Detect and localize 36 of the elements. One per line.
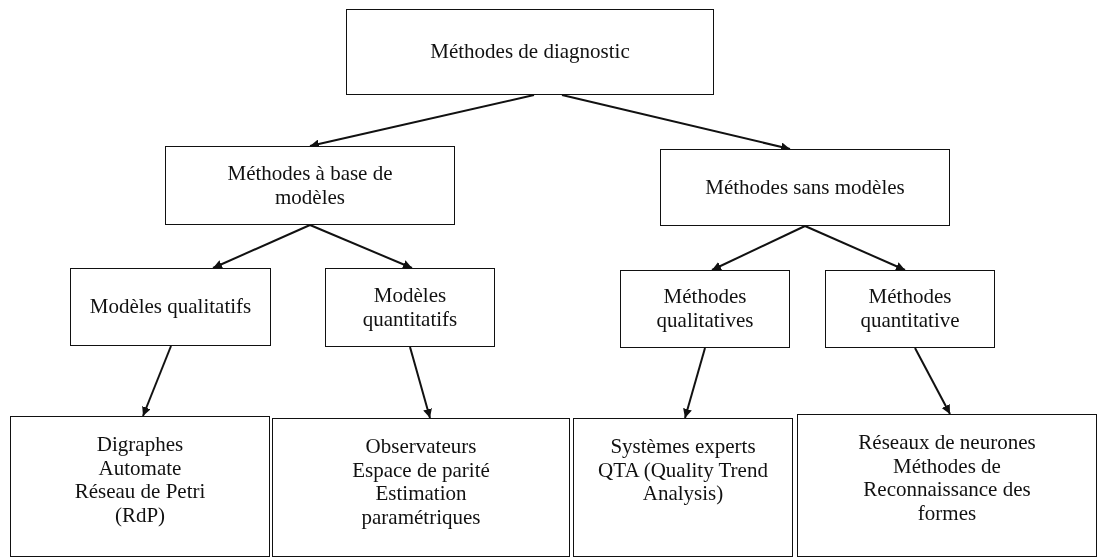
method-text: Espace de parité (352, 458, 490, 483)
method-box (272, 418, 570, 557)
method-box (825, 270, 995, 348)
method-text: Estimation paramétriques (361, 482, 481, 530)
arrow (212, 224, 311, 269)
method-box (325, 268, 495, 347)
method-text: Systèmes experts (610, 435, 756, 459)
method-box (165, 146, 455, 225)
method-text: Méthodes de diagnostic (430, 40, 630, 64)
method-text: Méthodes qualitatives (655, 285, 755, 333)
method-box (620, 270, 790, 348)
arrow (804, 225, 906, 271)
method-box (10, 416, 270, 557)
method-box (70, 268, 271, 346)
method-text: Méthodes sans modèles (705, 175, 905, 200)
arrow (309, 224, 413, 269)
method-box (797, 414, 1097, 557)
method-box (573, 418, 793, 557)
method-box (660, 149, 950, 226)
method-text: Méthodes de Reconnaissance des formes (862, 454, 1032, 526)
method-text: Observateurs (365, 435, 477, 459)
arrow (409, 346, 432, 419)
method-text: Automate (98, 456, 182, 481)
method-text: QTA (Quality Trend Analysis) (597, 458, 769, 506)
method-text: Réseaux de neurones (858, 431, 1036, 455)
method-text: Méthodes quantitative (859, 285, 961, 333)
method-text: Modèles qualitatifs (89, 295, 252, 319)
method-box (346, 9, 714, 95)
method-text: Méthodes à base de modèles (226, 162, 394, 209)
arrow (914, 347, 951, 415)
arrow (711, 225, 806, 271)
method-text: Modèles quantitatifs (361, 284, 459, 331)
method-text: Réseau de Petri (RdP) (73, 480, 207, 528)
method-text: Digraphes (96, 433, 184, 457)
arrow (142, 345, 172, 417)
arrow (683, 347, 706, 419)
